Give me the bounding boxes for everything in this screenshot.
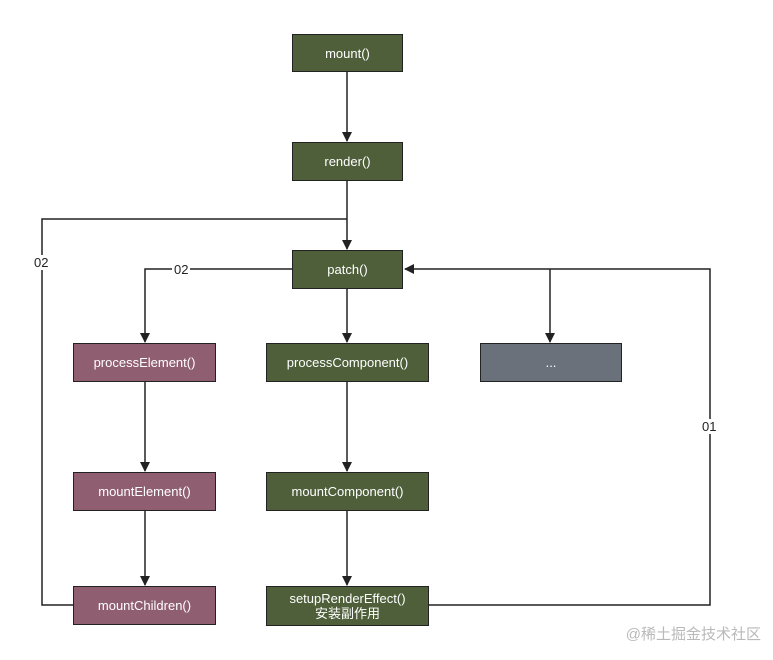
node-patch: patch(): [292, 250, 403, 289]
node-setup-render-effect-sublabel: 安装副作用: [314, 606, 380, 621]
node-mount-component-label: mountComponent(): [291, 484, 404, 499]
node-process-component: processComponent(): [266, 343, 429, 382]
node-mount-element: mountElement(): [73, 472, 216, 511]
node-patch-label: patch(): [327, 262, 368, 277]
node-process-element: processElement(): [73, 343, 216, 382]
edge-label-patch-to-element: 02: [172, 262, 191, 277]
node-process-element-label: processElement(): [93, 355, 196, 370]
node-other: ...: [480, 343, 622, 382]
edge-loop-children-patch: [41, 218, 347, 606]
node-other-label: ...: [545, 355, 557, 370]
node-mount-children-label: mountChildren(): [97, 598, 192, 613]
node-mount: mount(): [292, 34, 403, 72]
watermark: @稀土掘金技术社区: [625, 626, 761, 643]
node-mount-component: mountComponent(): [266, 472, 429, 511]
node-setup-render-effect: setupRenderEffect() 安装副作用: [266, 586, 429, 626]
edge-label-loop-right: 01: [700, 419, 719, 434]
node-process-component-label: processComponent(): [286, 355, 409, 370]
node-render-label: render(): [324, 154, 371, 169]
edge-loop-effect-patch: [404, 264, 711, 606]
node-mount-children: mountChildren(): [73, 586, 216, 625]
node-mount-element-label: mountElement(): [98, 484, 191, 499]
edge-label-loop-left: 02: [32, 255, 51, 270]
node-mount-label: mount(): [325, 45, 370, 61]
node-render: render(): [292, 142, 403, 181]
edge-patch-processelement: [140, 268, 292, 343]
node-setup-render-effect-label: setupRenderEffect(): [289, 591, 406, 606]
